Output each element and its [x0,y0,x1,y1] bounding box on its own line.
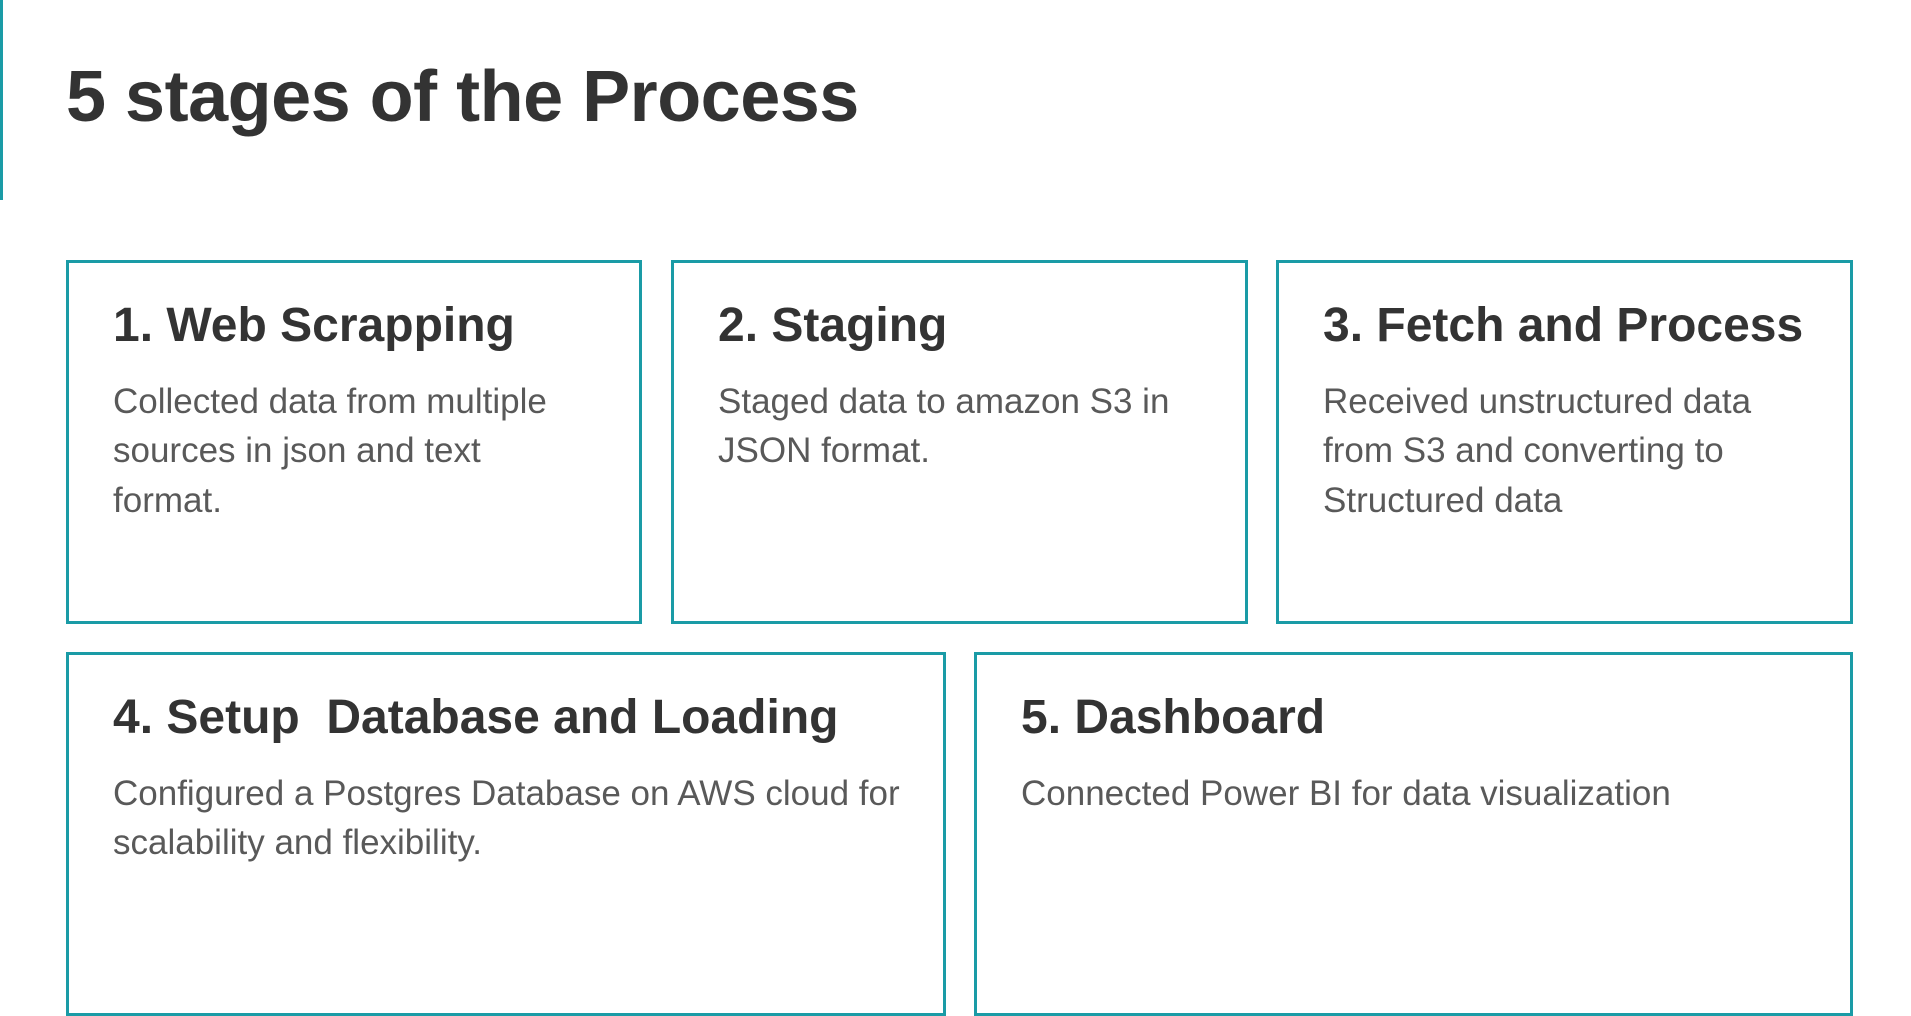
stage-card-database-and-loading: 4. Setup Database and Loading Configured… [66,652,946,1016]
stage-card-web-scrapping: 1. Web Scrapping Collected data from mul… [66,260,642,624]
stage-description: Received unstructured data from S3 and c… [1323,381,1752,520]
stage-description: Collected data from multiple sources in … [113,381,547,520]
stage-description: Connected Power BI for data visualizatio… [1021,773,1671,813]
stage-title: 1. Web Scrapping [113,299,515,352]
stage-card-fetch-and-process: 3. Fetch and Process Received unstructur… [1276,260,1853,624]
stage-title: 4. Setup Database and Loading [113,691,839,744]
stage-title: 2. Staging [718,299,948,352]
stage-description: Configured a Postgres Database on AWS cl… [113,773,900,863]
stage-card-staging: 2. Staging Staged data to amazon S3 in J… [671,260,1248,624]
stage-title: 3. Fetch and Process [1323,299,1804,352]
accent-bar [0,0,3,200]
stage-title: 5. Dashboard [1021,691,1326,744]
page-title: 5 stages of the Process [66,57,859,137]
stage-card-dashboard: 5. Dashboard Connected Power BI for data… [974,652,1853,1016]
stage-description: Staged data to amazon S3 in JSON format. [718,381,1170,471]
